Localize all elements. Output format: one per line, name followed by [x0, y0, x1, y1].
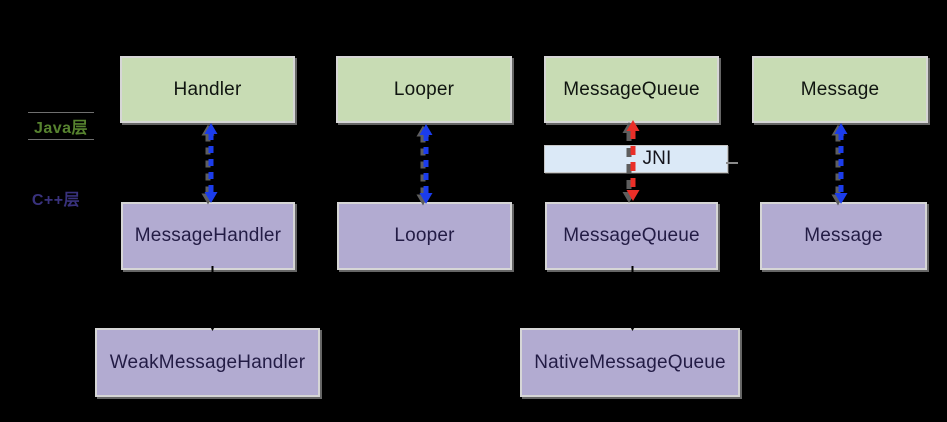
node-cpp-nativemessagequeue: NativeMessageQueue — [520, 328, 740, 397]
node-java-handler: Handler — [120, 56, 295, 123]
node-cpp-messagequeue: MessageQueue — [545, 202, 718, 270]
arrow-looper-looper — [416, 124, 433, 206]
node-cpp-messagehandler: MessageHandler — [121, 202, 295, 270]
cpp-layer-label: C++层 — [31, 192, 81, 209]
node-cpp-message: Message — [760, 202, 927, 270]
node-java-message: Message — [752, 56, 928, 123]
arrow-message-message — [831, 123, 848, 206]
java-layer-label: Java层 — [28, 112, 94, 140]
node-java-messagequeue: MessageQueue — [544, 56, 719, 123]
arrow-handler-messagehandler — [201, 123, 218, 205]
node-cpp-looper: Looper — [337, 202, 512, 270]
arrow-messagequeue-nativemessagequeue — [627, 266, 638, 331]
node-jni-strip: JNI — [544, 145, 728, 173]
node-java-looper: Looper — [336, 56, 512, 123]
jni-edge-tick — [726, 162, 738, 164]
arrow-messagehandler-weakmessagehandler — [207, 266, 218, 331]
node-cpp-weakmessagehandler: WeakMessageHandler — [95, 328, 320, 397]
